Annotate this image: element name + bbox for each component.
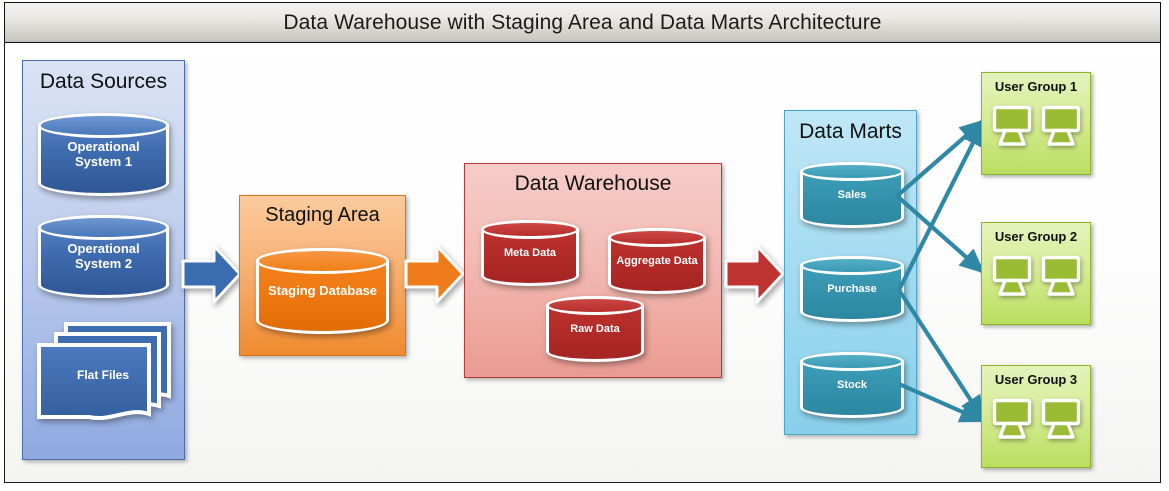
node-raw-data[interactable]: Raw Data xyxy=(546,296,644,362)
node-label-meta-data: Meta Data xyxy=(504,246,556,259)
node-label-aggregate-data: Aggregate Data xyxy=(616,254,698,267)
user-group-2[interactable]: User Group 2 xyxy=(981,222,1091,325)
node-meta-data[interactable]: Meta Data xyxy=(481,220,579,286)
diagram-title-bar: Data Warehouse with Staging Area and Dat… xyxy=(4,2,1161,43)
node-label-purchase: Purchase xyxy=(827,282,877,295)
right-arrow-icon xyxy=(404,244,465,304)
node-label-operational-system-2-line2: System 2 xyxy=(74,255,133,271)
desktop-computer-icon xyxy=(992,255,1032,297)
arrow-sources-to-staging xyxy=(181,243,243,305)
node-label-sales: Sales xyxy=(837,188,867,201)
user-group-1-title: User Group 1 xyxy=(994,79,1078,94)
node-flat-files[interactable]: Flat Files xyxy=(33,318,173,428)
user-group-2-title: User Group 2 xyxy=(994,229,1078,244)
user-group-1[interactable]: User Group 1 xyxy=(981,72,1091,175)
node-label-operational-system-1-line2: System 1 xyxy=(74,153,133,169)
diagram-title: Data Warehouse with Staging Area and Dat… xyxy=(283,10,882,34)
node-label-staging-database: Staging Database xyxy=(267,282,378,298)
document-stack-icon xyxy=(37,322,171,420)
user-group-3-title: User Group 3 xyxy=(994,372,1078,387)
node-operational-system-2[interactable]: Operational System 2 xyxy=(38,215,169,298)
node-aggregate-data[interactable]: Aggregate Data xyxy=(608,228,706,294)
right-arrow-icon xyxy=(181,244,242,304)
desktop-computer-icon xyxy=(1041,398,1081,440)
desktop-computer-icon xyxy=(992,398,1032,440)
panel-title-data-warehouse: Data Warehouse xyxy=(514,172,672,195)
node-label-operational-system-1-line1: Operational xyxy=(67,138,140,154)
right-arrow-icon xyxy=(724,244,785,304)
panel-title-data-marts: Data Marts xyxy=(799,120,902,143)
node-label-flat-files: Flat Files xyxy=(76,368,129,382)
arrow-warehouse-to-marts xyxy=(724,243,786,305)
node-label-raw-data: Raw Data xyxy=(570,322,620,335)
panel-title-staging-area: Staging Area xyxy=(265,204,380,226)
panel-title-data-sources: Data Sources xyxy=(39,70,168,93)
node-label-operational-system-2-line1: Operational xyxy=(67,240,140,256)
arrow-staging-to-warehouse xyxy=(404,243,466,305)
node-label-stock: Stock xyxy=(837,378,867,391)
node-stock[interactable]: Stock xyxy=(800,352,904,418)
node-operational-system-1[interactable]: Operational System 1 xyxy=(38,113,169,196)
desktop-computer-icon xyxy=(1041,105,1081,147)
user-group-3[interactable]: User Group 3 xyxy=(981,365,1091,468)
desktop-computer-icon xyxy=(1041,255,1081,297)
desktop-computer-icon xyxy=(992,105,1032,147)
node-sales[interactable]: Sales xyxy=(800,162,904,228)
node-staging-database[interactable]: Staging Database xyxy=(256,248,389,334)
node-purchase[interactable]: Purchase xyxy=(800,256,904,322)
